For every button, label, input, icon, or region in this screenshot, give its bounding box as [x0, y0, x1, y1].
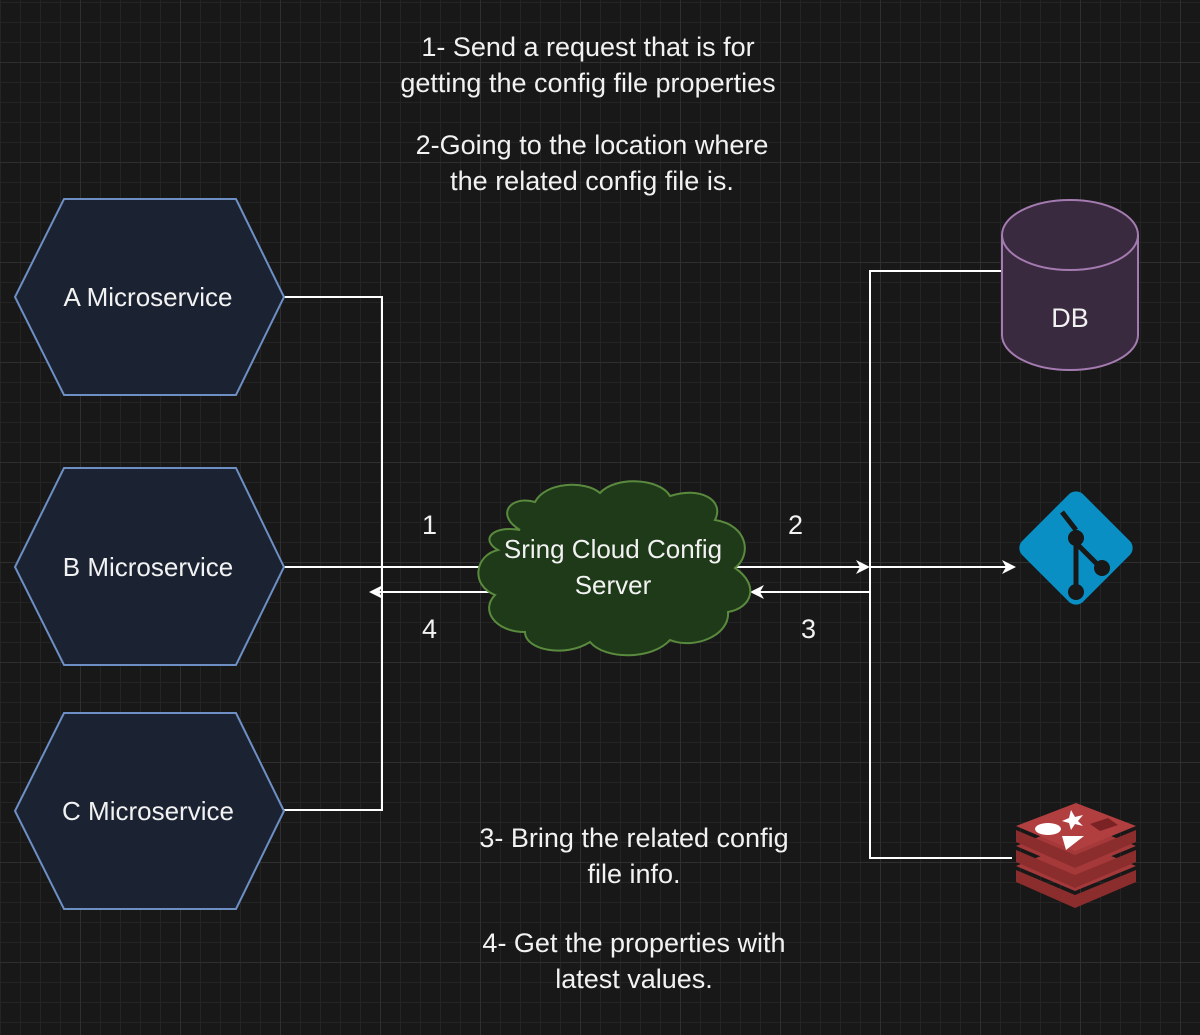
arrow-label-4: 4 [422, 614, 438, 644]
arrow-label-1: 1 [422, 510, 438, 540]
note-step2-line2: the related config file is. [450, 166, 734, 196]
microservice-a-label: A Microservice [63, 282, 232, 312]
server-label-line1: Sring Cloud Config [504, 534, 722, 564]
note-step2-line1: 2-Going to the location where [415, 130, 769, 160]
note-step1-line2: getting the config file properties [400, 68, 776, 98]
microservice-c[interactable]: C Microservice [13, 712, 286, 910]
note-step3-line2: file info. [587, 859, 681, 889]
note-step1: 1- Send a request that is for getting th… [370, 29, 806, 101]
server-label-line2: Server [575, 570, 652, 600]
storage-trunk [869, 270, 1012, 859]
connector-a-microservice [284, 296, 383, 811]
microservice-c-label: C Microservice [62, 796, 234, 826]
microservice-a[interactable]: A Microservice [13, 198, 286, 396]
note-step3: 3- Bring the related config file info. [440, 820, 828, 892]
microservice-b-label: B Microservice [63, 552, 233, 582]
db-label: DB [1051, 303, 1089, 333]
redis-icon[interactable] [1016, 803, 1136, 908]
arrow-label-2: 2 [788, 510, 804, 540]
note-step1-line1: 1- Send a request that is for [421, 32, 755, 62]
arrow-label-3: 3 [801, 614, 817, 644]
git-icon[interactable] [1015, 487, 1137, 609]
note-step2: 2-Going to the location where the relate… [382, 127, 802, 199]
note-step4-line2: latest values. [555, 964, 713, 994]
note-step4-line1: 4- Get the properties with [482, 928, 786, 958]
note-step4: 4- Get the properties with latest values… [440, 925, 828, 997]
config-server-cloud[interactable]: Sring Cloud Config Server [477, 480, 752, 657]
db-cylinder[interactable]: DB [1001, 199, 1139, 371]
microservice-b[interactable]: B Microservice [13, 467, 286, 666]
note-step3-line1: 3- Bring the related config [479, 823, 789, 853]
